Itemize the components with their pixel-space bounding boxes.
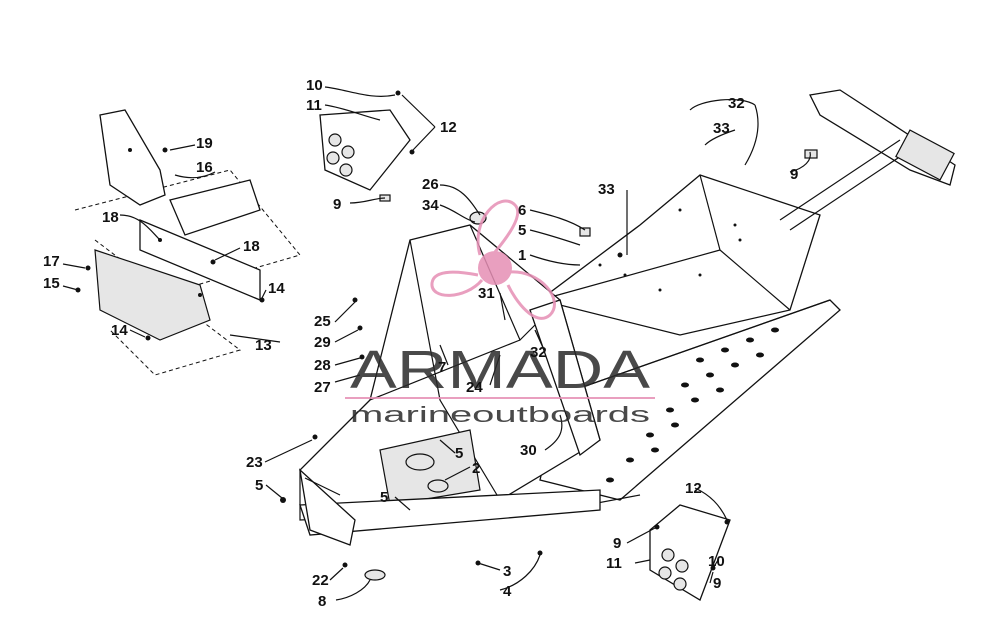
callout-24: 26 [422, 176, 439, 193]
callout-5-top: 5 [518, 222, 526, 239]
callout-6: 6 [518, 202, 526, 219]
callout-9-bottom-left: 9 [613, 535, 621, 552]
callout-32: 33 [713, 120, 730, 137]
tunnel-holes [598, 208, 742, 292]
callout-26: 28 [314, 357, 331, 374]
callout-33: 33 [598, 181, 615, 198]
callout-28: 30 [520, 442, 537, 459]
callout-11-top: 11 [306, 97, 322, 114]
callout-1: 1 [518, 247, 526, 264]
watermark-brand: ARMADA [350, 340, 650, 400]
foot-rest-assembly [74, 109, 301, 376]
callout-12-bottom: 12 [685, 480, 702, 497]
callout-18-left: 18 [102, 209, 119, 226]
front-bumper [299, 468, 356, 546]
callout-31: 32 [728, 95, 745, 112]
callout-3: 3 [503, 563, 511, 580]
callout-17: 17 [43, 253, 60, 270]
running-board [539, 299, 841, 501]
callout-15: 15 [43, 275, 60, 292]
callout-5-left: 5 [255, 477, 263, 494]
footrest-bottom [649, 504, 731, 601]
callout-34: 34 [422, 197, 439, 214]
callout-10-top: 10 [306, 77, 323, 94]
callout-8: 8 [318, 593, 326, 610]
callout-23: 25 [314, 313, 331, 330]
callout-4: 4 [503, 583, 512, 600]
callout-25: 27 [314, 379, 331, 396]
callout-5-mid: 5 [455, 445, 463, 462]
callout-labels: 10 11 12 9 26 34 6 5 1 31 33 32 33 9 19 … [43, 77, 798, 610]
front-bulkhead [299, 224, 641, 536]
watermark-tagline: marineoutboards [350, 402, 650, 427]
propeller-logo [430, 199, 556, 320]
callout-20: 22 [312, 572, 329, 589]
callout-9-bottom-right: 9 [713, 575, 721, 592]
callout-22: 24 [466, 379, 483, 396]
callout-27: 29 [314, 334, 331, 351]
armada-watermark: ARMADA marineoutboards [345, 199, 655, 427]
callout-14-right: 14 [268, 280, 285, 297]
callout-14-left: 14 [111, 322, 128, 339]
callout-5-low: 5 [380, 489, 388, 506]
chassis-tunnel [538, 89, 956, 336]
callout-13: 13 [255, 337, 272, 354]
callout-11-bottom: 11 [606, 555, 622, 572]
callout-9-tunnel: 9 [790, 166, 798, 183]
leader-lines [62, 86, 811, 601]
callout-9-top: 9 [333, 196, 341, 213]
running-board-holes [606, 327, 779, 483]
callout-30: 32 [530, 344, 547, 361]
callout-16: 16 [196, 159, 213, 176]
callout-12-top: 12 [440, 119, 457, 136]
callout-19: 19 [196, 135, 213, 152]
callout-10-bottom: 10 [708, 553, 725, 570]
callout-2: 2 [472, 460, 480, 477]
callout-18-right: 18 [243, 238, 260, 255]
footrest-top [319, 109, 411, 191]
callout-7: 7 [438, 359, 446, 376]
callout-21: 23 [246, 454, 263, 471]
callout-29: 31 [478, 285, 495, 302]
